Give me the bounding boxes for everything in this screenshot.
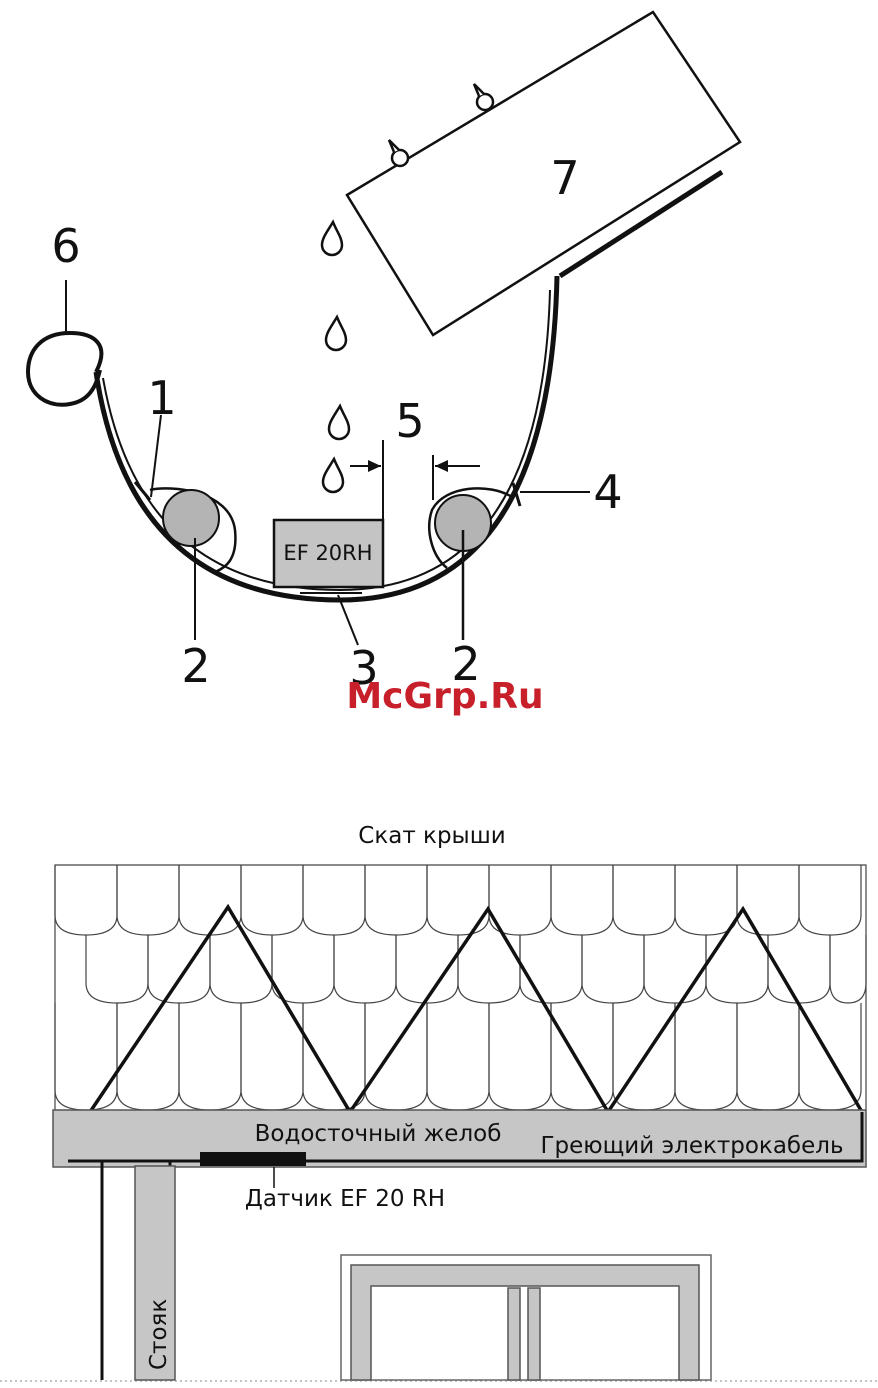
gutter-sensor xyxy=(200,1152,306,1166)
watermark: McGrp.Ru xyxy=(346,676,543,717)
gutter-cross-section: EF 20RH 1 2 3 2 4 5 6 7 xyxy=(28,12,740,695)
callout-1: 1 xyxy=(147,371,176,425)
callout-5: 5 xyxy=(395,394,424,448)
gutter-label: Водосточный желоб xyxy=(255,1121,502,1147)
roof-label: Скат крыши xyxy=(358,823,505,849)
roof-layout: Скат крыши Водосточный желоб Греющий эле… xyxy=(0,823,878,1381)
heating-cable-zigzag xyxy=(90,907,862,1112)
sensor-box-label: EF 20RH xyxy=(283,541,372,565)
heating-cable-left xyxy=(135,482,235,572)
callout-7: 7 xyxy=(550,151,579,205)
callout-2-left: 2 xyxy=(181,639,210,693)
raindrop-icon xyxy=(322,222,349,492)
leader-line xyxy=(338,595,358,645)
roof-tiles xyxy=(55,865,866,1110)
sensor-label: Датчик EF 20 RH xyxy=(245,1186,445,1212)
leader-line xyxy=(151,415,161,497)
callout-4: 4 xyxy=(593,465,622,519)
gutter-curl xyxy=(28,333,101,405)
downpipe-label: Стояк xyxy=(146,1299,172,1370)
callout-6: 6 xyxy=(51,219,80,273)
window-frame xyxy=(341,1255,711,1380)
roof-block xyxy=(347,12,740,335)
cable-label: Греющий электрокабель xyxy=(540,1133,843,1159)
